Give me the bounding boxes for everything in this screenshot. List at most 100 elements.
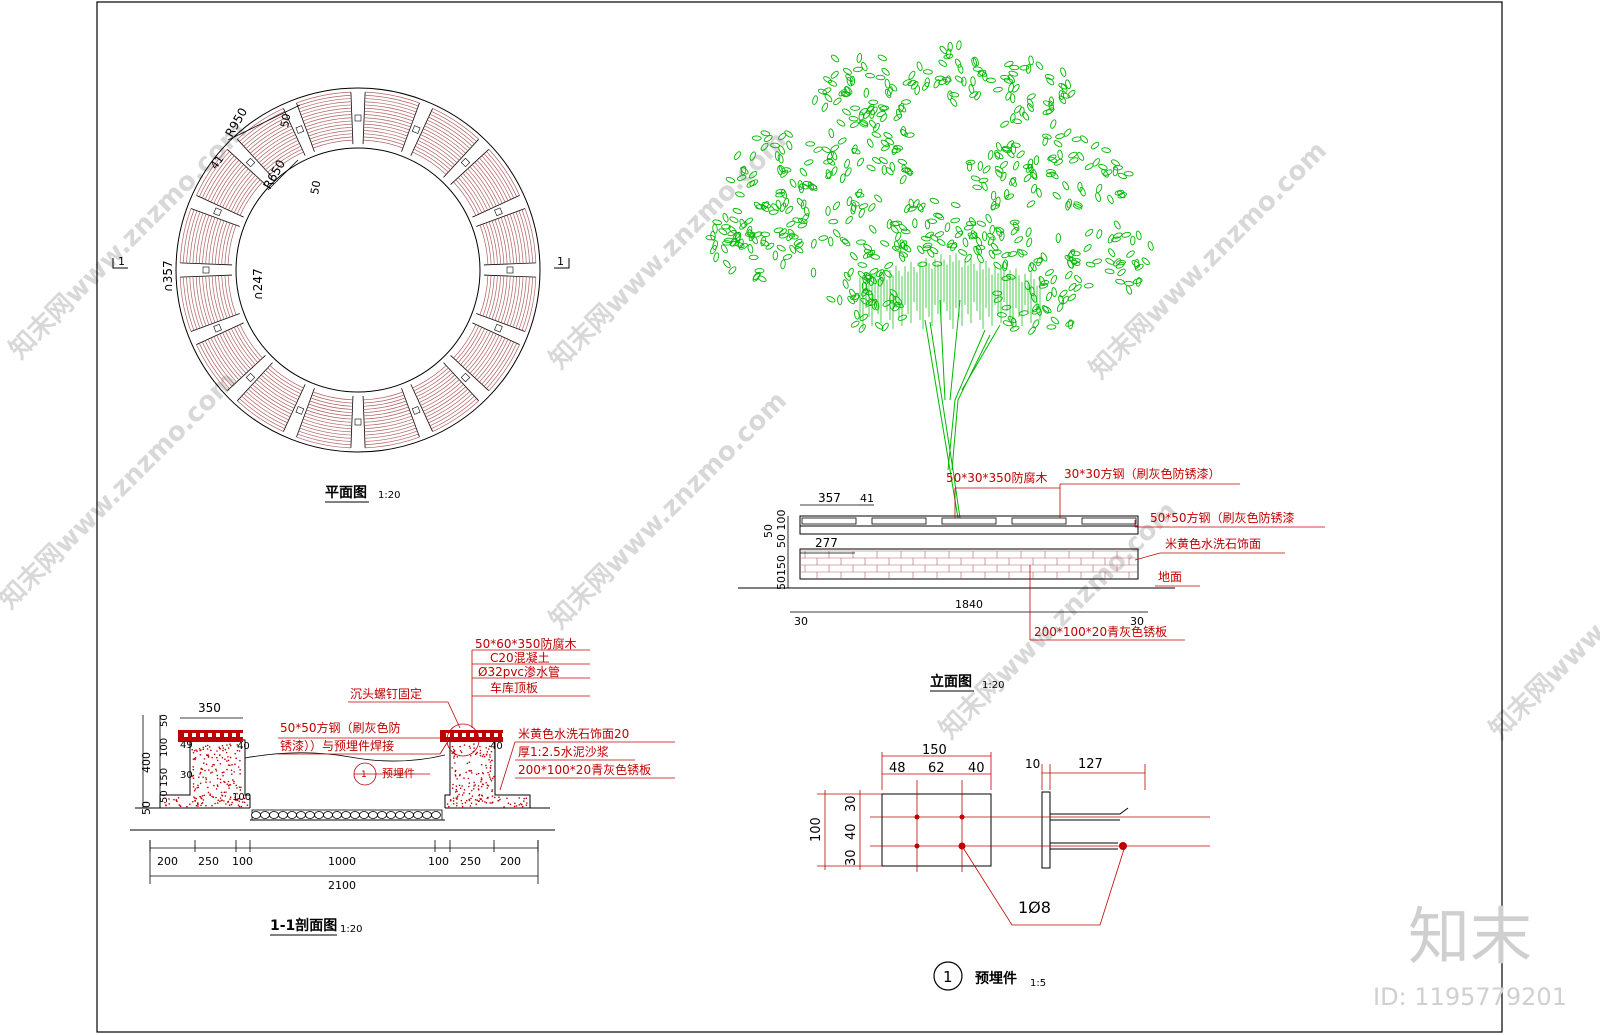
- bench-segment: [196, 148, 266, 218]
- bench-segment: [196, 322, 266, 392]
- bench-segment: [179, 266, 240, 332]
- detail-title: 预埋件: [975, 970, 1017, 987]
- dim: 200: [157, 855, 178, 868]
- gravel-layer: [251, 809, 443, 821]
- label-ground: 地面: [1158, 570, 1182, 584]
- label-slab: 车库顶板: [490, 680, 538, 695]
- dim-357: 357: [818, 491, 841, 505]
- label-wood: 50*60*350防腐木: [475, 636, 576, 651]
- dim-50: 50: [159, 714, 170, 727]
- elevation-title: 立面图: [930, 673, 972, 690]
- dim-30: 30: [1130, 615, 1144, 628]
- dim-40: 40: [237, 741, 250, 752]
- bench-segment: [179, 207, 240, 266]
- watermark: 知末网www.znzmo.com: [0, 366, 243, 615]
- dim-41: 41: [860, 492, 874, 505]
- concrete-hatch: [164, 743, 528, 808]
- dim-30: 30: [794, 615, 808, 628]
- dim-62: 62: [928, 761, 945, 776]
- dim-277: 277: [815, 536, 838, 550]
- label-steel: 锈漆））与预埋件焊接: [280, 738, 394, 753]
- brand-id: ID: 1195779201: [1373, 983, 1567, 1011]
- section-mark: 1: [557, 255, 564, 268]
- elevation-view: 357 41 277 1840 30 30 50 50 100 50150 50…: [705, 40, 1325, 692]
- label-bolt: 沉头螺钉固定: [350, 686, 422, 701]
- rebar-label: 1Ø8: [1018, 898, 1051, 917]
- section-title: 1-1剖面图: [270, 917, 337, 934]
- elevation-scale: 1:20: [982, 680, 1004, 691]
- dim-247: ∩247: [251, 268, 265, 300]
- bench-segment: [476, 274, 537, 333]
- plan-view: R950 R650 50 50 41 ∩357 ∩247 1 1 平面图 1:2…: [112, 87, 570, 503]
- callout-number: 1: [361, 770, 367, 780]
- label-steel-30: 30*30方钢（刷灰色防锈漆）: [1064, 466, 1221, 481]
- bench-segment: [236, 108, 306, 178]
- bench-segment: [295, 388, 354, 449]
- dim-40: 40: [968, 761, 985, 776]
- section-scale: 1:20: [340, 924, 362, 935]
- dim-50: 50: [762, 524, 775, 538]
- dim-100: 50 100: [775, 510, 788, 549]
- section-mark: 1: [118, 255, 125, 268]
- dim-150: 150: [159, 768, 170, 787]
- dim: 250: [198, 855, 219, 868]
- bench-segment: [236, 362, 306, 432]
- watermarks: 知末网www.znzmo.com 知末网www.znzmo.com 知末网www…: [0, 116, 1600, 745]
- watermark: 知末网www.znzmo.com: [934, 496, 1183, 745]
- dim-127: 127: [1078, 757, 1103, 772]
- ring-bench-segments: [179, 91, 537, 449]
- dim-100: 100: [159, 738, 170, 757]
- dim-400: 400: [140, 752, 153, 773]
- dim: 250: [460, 855, 481, 868]
- dim-48: 48: [889, 761, 906, 776]
- dim-350: 350: [198, 701, 221, 715]
- dim-50: 50: [159, 790, 170, 803]
- embed-detail: 150 48 62 40 100 30 40 30 10 127 1Ø8 1 预…: [809, 743, 1210, 991]
- trunk-hatch: [859, 253, 1041, 329]
- dim-10: 10: [1025, 757, 1040, 771]
- dim-49: 49: [180, 740, 193, 751]
- label-stone: 米黄色水洗石饰面: [1165, 537, 1261, 551]
- bench-segment: [476, 208, 537, 274]
- bench-segment: [354, 388, 420, 449]
- bench-segment: [450, 148, 520, 218]
- label-mortar: 厚1:2.5水泥沙浆: [518, 744, 609, 759]
- label-wood: 50*30*350防腐木: [946, 470, 1047, 485]
- dim-100: 100: [232, 792, 251, 803]
- section-view: 200 250 100 1000 100 250 200 2100 350 40…: [130, 636, 675, 936]
- plan-scale: 1:20: [378, 490, 400, 501]
- plan-title: 平面图: [325, 485, 367, 501]
- label-pipe: Ø32pvc渗水管: [478, 664, 560, 679]
- label-concrete: C20混凝土: [490, 650, 550, 665]
- dim-30: 30: [844, 849, 859, 866]
- dim-40: 40: [490, 741, 503, 752]
- label-slate: 200*100*20青灰色锈板: [1034, 625, 1167, 639]
- bench-segment: [296, 91, 362, 152]
- drawing-frame: [96, 1, 1503, 1033]
- bench-segment: [410, 108, 480, 178]
- detail-scale: 1:5: [1030, 978, 1046, 989]
- brick-pattern: [800, 550, 1138, 579]
- dim-100: 100: [809, 817, 824, 842]
- dim-50: 50: [308, 179, 323, 195]
- label-slate: 200*100*20青灰色锈板: [518, 763, 651, 777]
- label-steel-50: 50*50方钢（刷灰色防锈漆: [1150, 510, 1295, 525]
- label-embed: 预埋件: [382, 767, 415, 780]
- label-steel: 50*50方钢（刷灰色防: [280, 720, 401, 735]
- dim-150: 50150: [775, 555, 788, 590]
- dim: 100: [232, 855, 253, 868]
- bench-segment: [410, 362, 480, 432]
- watermark: 知末网www.znzmo.com: [544, 386, 793, 635]
- dim: 1000: [328, 855, 356, 868]
- bench-segment: [450, 322, 520, 392]
- dim-30: 30: [180, 770, 193, 781]
- detail-number: 1: [943, 968, 953, 986]
- label-stone: 米黄色水洗石饰面20: [518, 727, 629, 741]
- dim-50: 50: [278, 112, 293, 128]
- tree-canopy: [705, 40, 1154, 335]
- dim: 200: [500, 855, 521, 868]
- dim-40: 40: [844, 823, 859, 840]
- dim-total: 2100: [328, 879, 356, 892]
- dim-1840: 1840: [955, 598, 983, 611]
